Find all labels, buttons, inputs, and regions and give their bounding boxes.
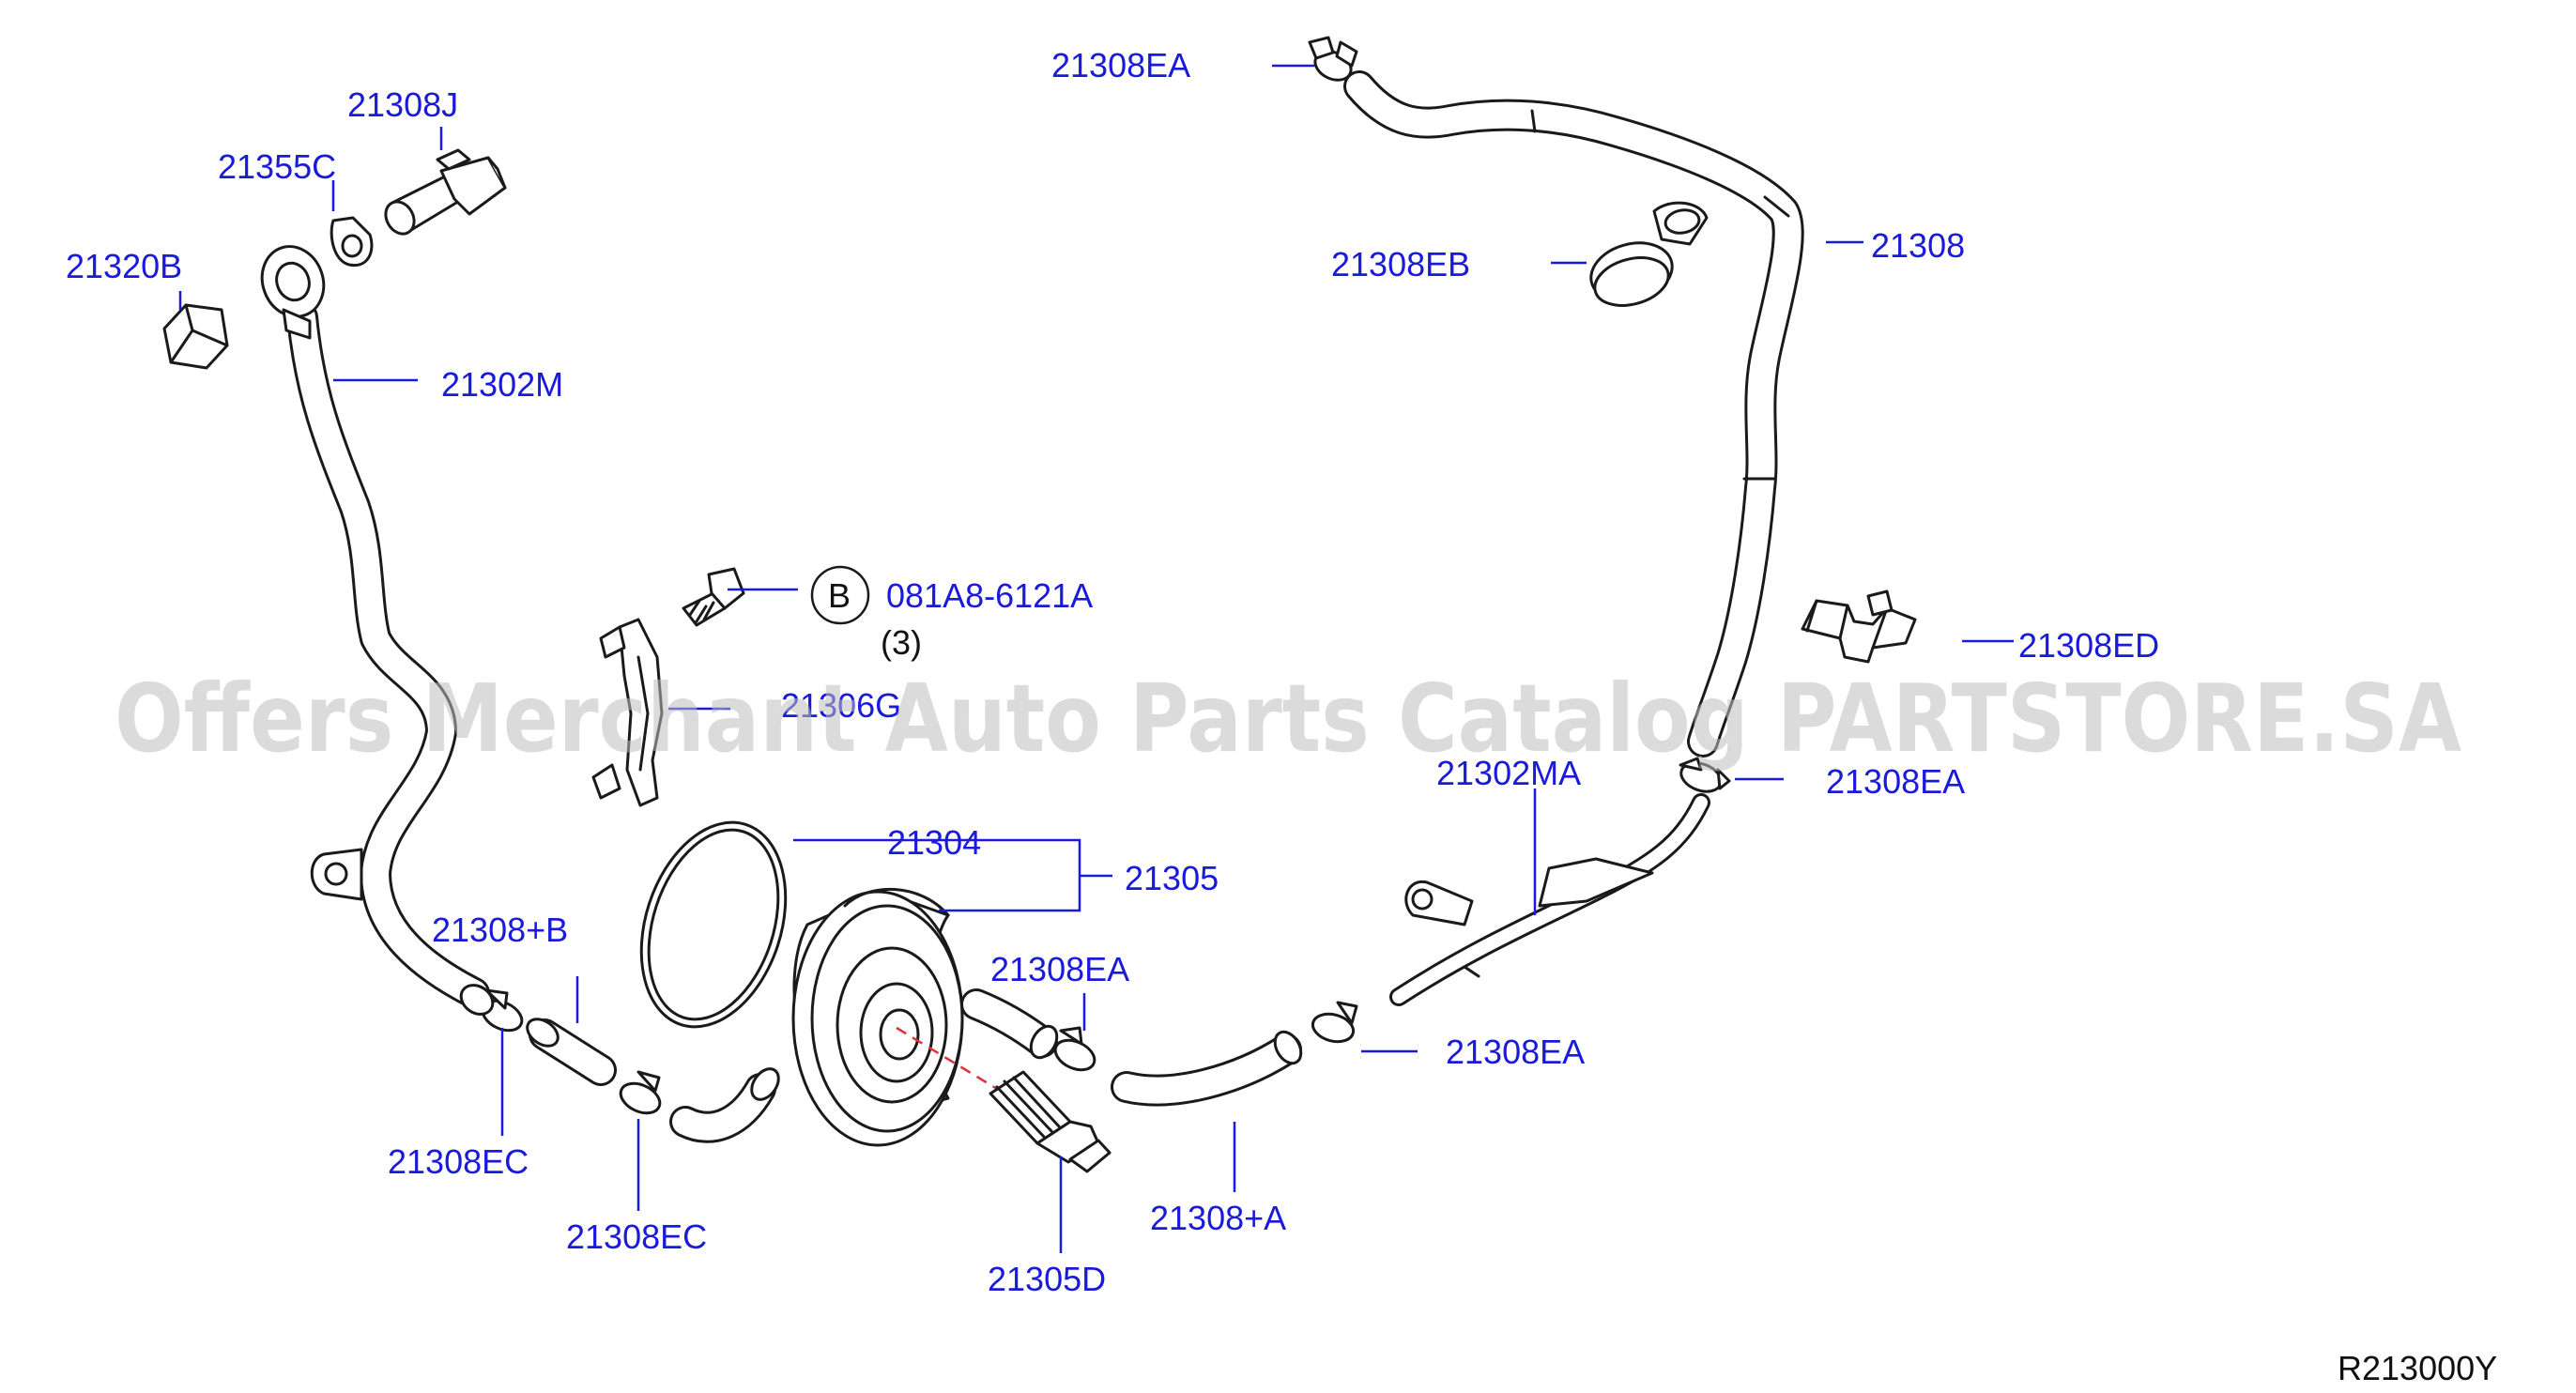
leader-lines <box>178 64 2014 1253</box>
label-21308B[interactable]: 21308+B <box>432 911 568 949</box>
label-21304[interactable]: 21304 <box>887 823 981 862</box>
banjo-bolt <box>384 148 507 236</box>
oil-cooler-21305 <box>791 887 964 1147</box>
cooler-outlet-right <box>960 988 1059 1060</box>
bolt-quantity: (3) <box>881 623 922 662</box>
watermark: Offers Merchant Auto Parts Catalog PARTS… <box>115 664 2461 773</box>
bracket-21306G <box>591 618 664 807</box>
label-21308EA-mid[interactable]: 21308EA <box>1826 762 1965 801</box>
clamp-21308EA-lower <box>1311 1001 1358 1044</box>
bolt-part-number[interactable]: 081A8-6121A <box>886 576 1093 615</box>
label-21308EA-cooler[interactable]: 21308EA <box>990 950 1129 988</box>
label-21302M[interactable]: 21302M <box>441 365 563 404</box>
label-21302MA[interactable]: 21302MA <box>1436 754 1581 792</box>
clamp-21308EA-mid <box>1679 757 1731 793</box>
cooler-elbow-left <box>669 1067 780 1143</box>
hose-21308 <box>1343 70 1804 758</box>
clamp-21308EA-cooler <box>1053 1026 1096 1072</box>
label-21308J[interactable]: 21308J <box>347 85 458 124</box>
label-21305[interactable]: 21305 <box>1125 859 1219 897</box>
clamp-21308EB <box>1589 201 1709 307</box>
banjo-fitting-eye <box>260 245 326 340</box>
hose-21308B <box>526 1018 617 1086</box>
left-hose-bracket <box>310 848 363 901</box>
bolt-callout: B 081A8-6121A (3) <box>810 565 1093 662</box>
connector-21305D <box>896 1026 1112 1173</box>
cap-nut <box>162 303 229 370</box>
clamp-21308EC-right <box>619 1070 662 1115</box>
diagram-code: R213000Y <box>2338 1349 2497 1387</box>
label-21308ED[interactable]: 21308ED <box>2018 626 2159 665</box>
label-21305D[interactable]: 21305D <box>988 1260 1106 1298</box>
clamp-21308EA-top <box>1308 36 1358 82</box>
label-21308[interactable]: 21308 <box>1871 226 1965 265</box>
label-21355C[interactable]: 21355C <box>218 147 336 186</box>
label-21308EC-right[interactable]: 21308EC <box>566 1217 707 1256</box>
hose-21308A <box>1111 1030 1303 1107</box>
bolt-081A8 <box>682 567 745 627</box>
part-labels: 21308EA 21308J 21355C 21320B 21302M 2130… <box>66 46 2159 1298</box>
clamp-21308EC-left <box>459 984 524 1033</box>
label-21308EA-lower[interactable]: 21308EA <box>1446 1033 1585 1071</box>
hose-21302M <box>286 301 490 1009</box>
o-ring-21304 <box>639 820 788 1029</box>
label-21320B[interactable]: 21320B <box>66 247 182 285</box>
sealing-washer <box>330 216 374 268</box>
bolt-callout-letter: B <box>828 576 851 615</box>
label-21308A[interactable]: 21308+A <box>1150 1199 1286 1237</box>
label-21308EA-top[interactable]: 21308EA <box>1051 46 1190 84</box>
label-21308EC-left[interactable]: 21308EC <box>388 1142 529 1181</box>
clip-21308ED <box>1801 589 1917 664</box>
pipe-21302MA <box>1389 793 1710 1006</box>
label-21306G[interactable]: 21306G <box>781 686 901 725</box>
label-21308EB[interactable]: 21308EB <box>1331 245 1470 283</box>
